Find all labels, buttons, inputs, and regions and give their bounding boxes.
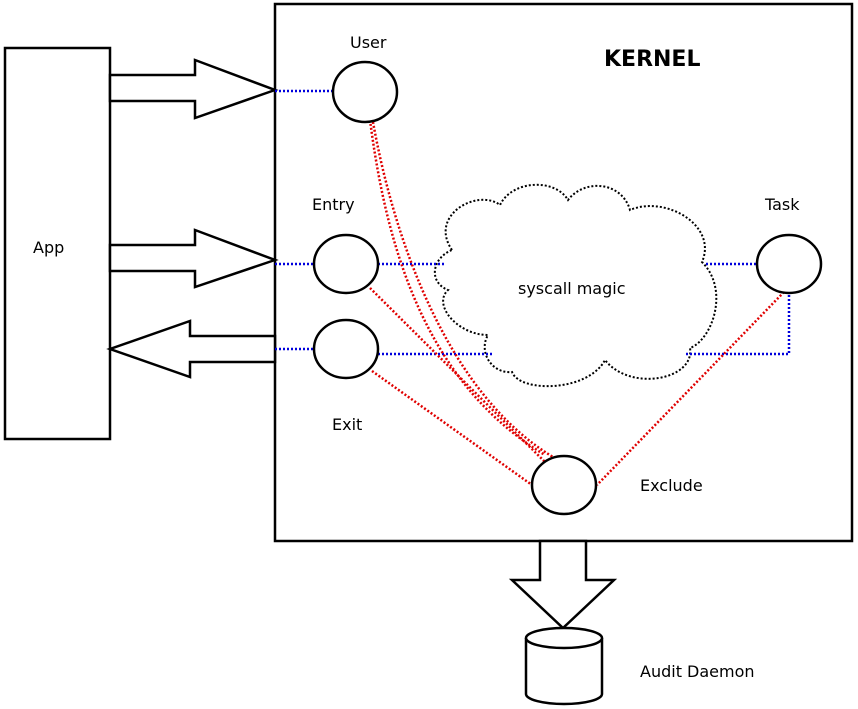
exit-node [312,318,380,380]
link-task-exclude [596,291,785,486]
arrow-exit-to-app [106,319,277,379]
link-user-exclude-2 [371,121,554,459]
arrow-app-to-user [108,58,279,120]
entry-node [312,233,380,295]
kernel-title: KERNEL [604,47,700,72]
audit-daemon-cylinder [524,638,604,706]
arrow-kernel-to-daemon [508,539,618,630]
link-user-exclude [368,119,546,457]
cloud-label: syscall magic [518,279,626,298]
user-label: User [350,33,387,52]
user-node [331,60,399,124]
link-exit-exclude [371,369,533,487]
entry-label: Entry [312,195,355,214]
audit-daemon-cylinder-top [524,626,604,650]
task-label: Task [764,195,800,214]
link-entry-exclude [369,287,546,463]
exclude-node [530,454,598,516]
exclude-label: Exclude [640,476,703,495]
syscall-magic-cloud [433,183,718,388]
app-label: App [33,238,64,257]
task-node [755,233,823,295]
arrow-app-to-entry [108,228,279,289]
audit-daemon-label: Audit Daemon [640,662,755,681]
exit-label: Exit [332,415,362,434]
app-box [3,46,112,441]
